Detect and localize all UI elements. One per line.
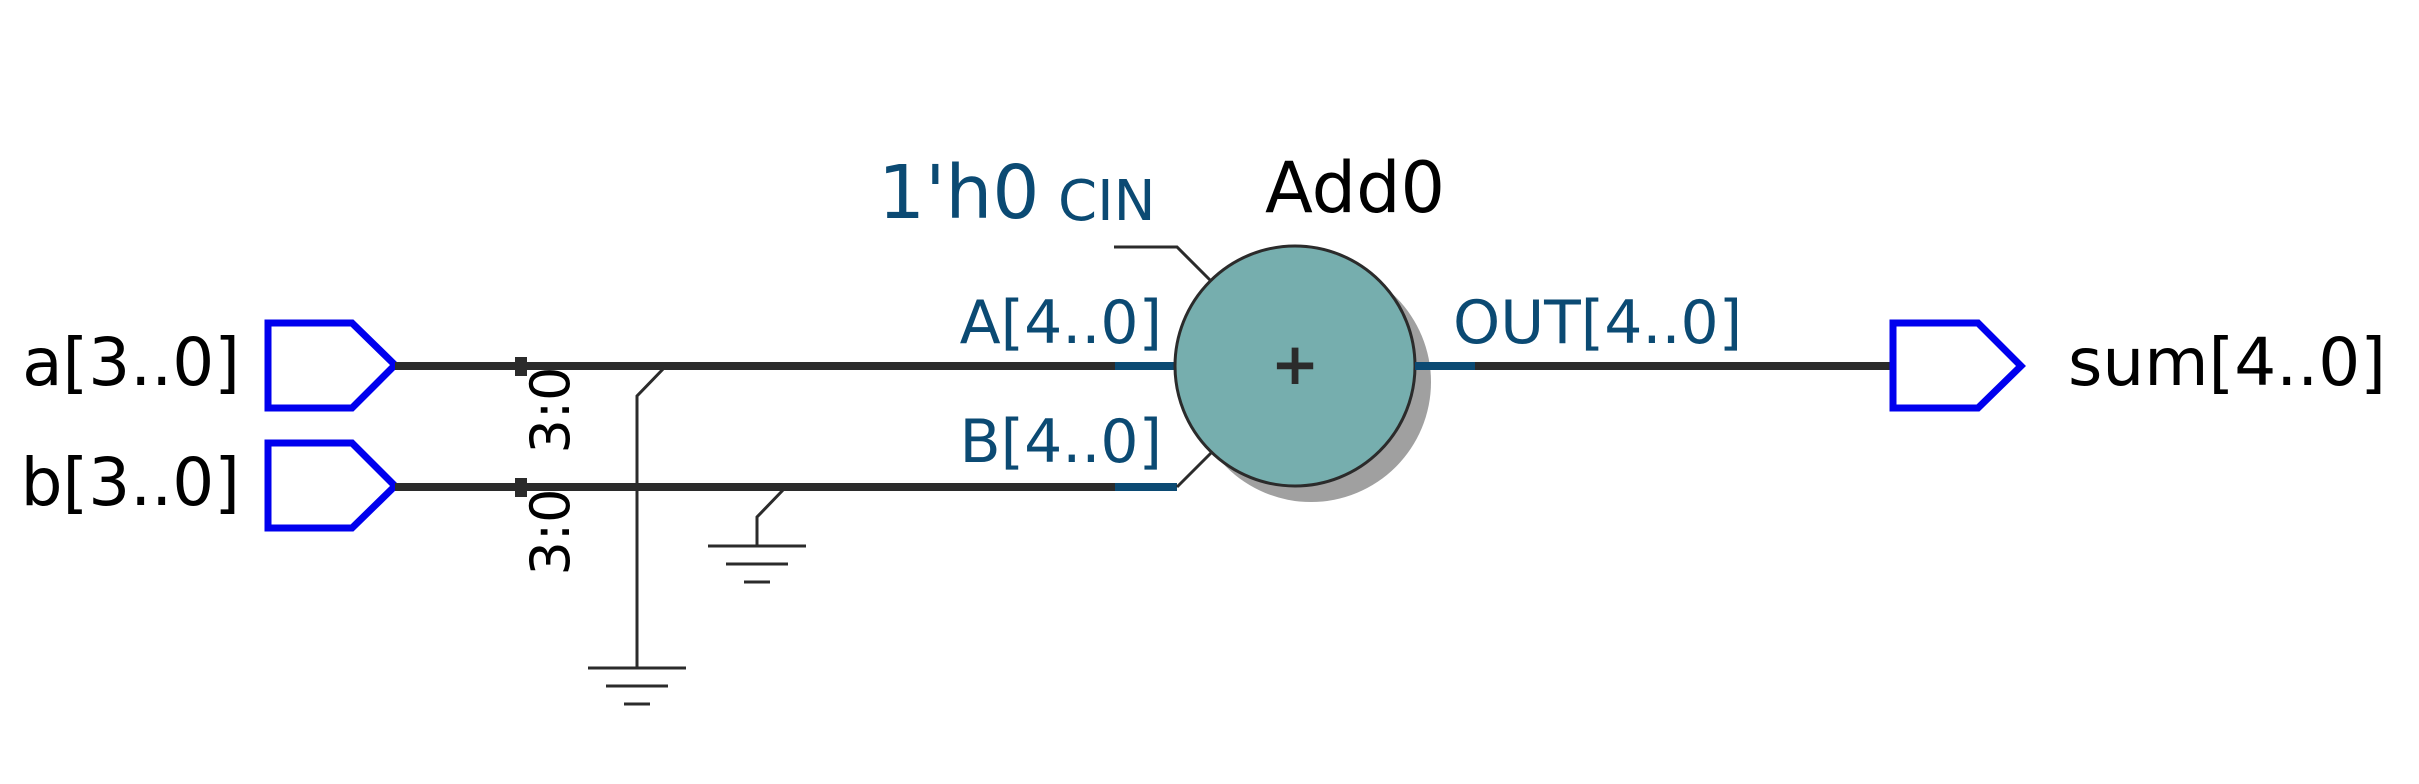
output-pin-sum-label: sum[4..0] <box>2068 324 2386 401</box>
input-pin-b[interactable]: b[3..0] <box>21 439 400 532</box>
ground-symbol-1 <box>588 666 686 706</box>
ground-tap-a <box>635 365 667 668</box>
port-b-lead <box>1175 450 1214 489</box>
cin-wire[interactable] <box>1114 245 1214 284</box>
output-pin-sum-shape[interactable] <box>1889 319 2026 412</box>
cin-port-label: CIN <box>1058 169 1156 234</box>
input-pin-a[interactable]: a[3..0] <box>22 319 400 412</box>
input-pin-b-shape[interactable] <box>264 439 400 532</box>
input-pin-a-label: a[3..0] <box>22 324 240 401</box>
ground-symbol-2 <box>708 544 806 584</box>
bus-slice-marker-a <box>515 357 527 376</box>
port-a-label: A[4..0] <box>960 288 1162 358</box>
input-pin-b-label: b[3..0] <box>21 444 240 521</box>
bus-slice-label-b: 3:0 <box>519 489 582 576</box>
input-pin-a-shape[interactable] <box>264 319 400 412</box>
adder-add0[interactable]: + <box>1173 244 1431 502</box>
adder-plus-icon: + <box>1271 330 1320 398</box>
bus-slice-label-a: 3:0 <box>519 367 582 454</box>
cin-constant-label: 1'h0 <box>878 150 1039 236</box>
bus-slice-marker-b <box>515 478 527 497</box>
output-pin-sum[interactable]: sum[4..0] <box>1889 319 2386 412</box>
port-out-label: OUT[4..0] <box>1453 288 1742 358</box>
ground-tap-b <box>755 487 786 546</box>
port-b-label: B[4..0] <box>960 407 1162 477</box>
adder-name-label: Add0 <box>1265 147 1445 229</box>
